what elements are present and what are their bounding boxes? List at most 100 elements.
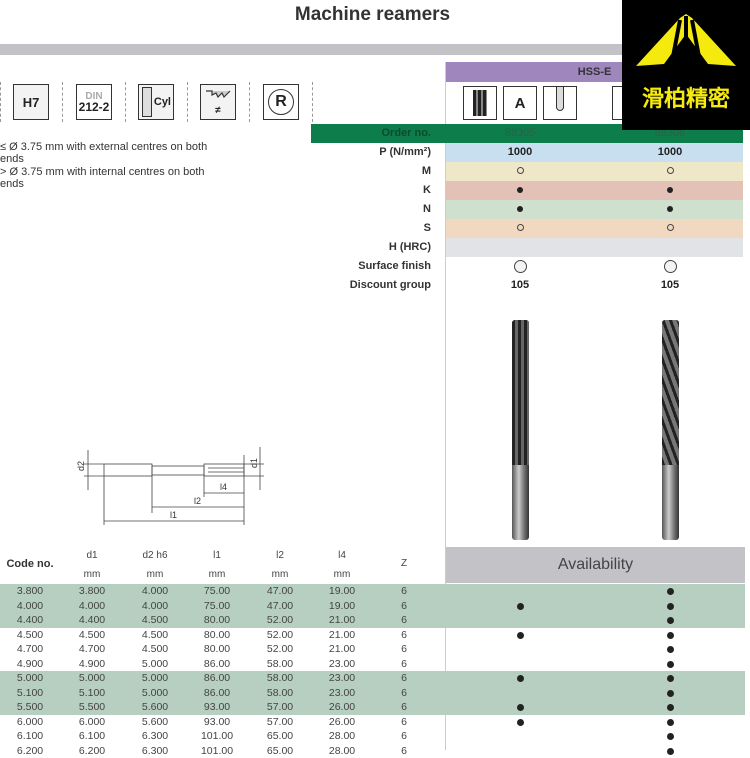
highly-suitable-icon — [667, 187, 673, 193]
table-cell: 93.00 — [187, 701, 247, 713]
logo-text: 滑柏精密 — [622, 81, 750, 113]
order-number[interactable]: 88305 — [490, 127, 550, 139]
table-cell: 3.800 — [62, 585, 122, 597]
table-cell: 6 — [374, 745, 434, 757]
table-cell: 57.00 — [250, 716, 310, 728]
table-cell: 5.600 — [125, 716, 185, 728]
property-cell: 1000 — [490, 146, 550, 159]
table-cell: 52.00 — [250, 614, 310, 626]
surface-finish-icon — [514, 260, 527, 273]
column-unit: mm — [255, 569, 305, 580]
table-cell: 5.600 — [125, 701, 185, 713]
table-cell: 5.000 — [125, 687, 185, 699]
property-cell: 1000 — [640, 146, 700, 159]
table-cell: 93.00 — [187, 716, 247, 728]
table-cell: 5.000 — [62, 672, 122, 684]
highly-suitable-icon — [667, 206, 673, 212]
table-cell: 5.000 — [125, 658, 185, 670]
table-cell: 52.00 — [250, 629, 310, 641]
column-unit: mm — [317, 569, 367, 580]
property-cell: 105 — [640, 279, 700, 292]
table-cell: 6.300 — [125, 730, 185, 742]
column-unit: mm — [130, 569, 180, 580]
table-cell: 23.00 — [312, 687, 372, 699]
table-cell: 28.00 — [312, 730, 372, 742]
table-cell: 4.500 — [62, 629, 122, 641]
suitable-icon — [667, 224, 674, 231]
available-icon — [667, 632, 674, 639]
available-icon — [517, 704, 524, 711]
table-cell: 6 — [374, 716, 434, 728]
table-cell: 4.500 — [125, 629, 185, 641]
table-cell: 26.00 — [312, 701, 372, 713]
table-cell: 5.500 — [0, 701, 60, 713]
table-cell: 6 — [374, 585, 434, 597]
table-cell: 86.00 — [187, 672, 247, 684]
note-line: > Ø 3.75 mm with internal centres on bot… — [0, 166, 205, 178]
table-cell: 4.400 — [62, 614, 122, 626]
reamer-image-straight — [512, 320, 529, 540]
table-cell: 6.200 — [0, 745, 60, 757]
property-cell — [640, 222, 700, 235]
table-cell: 86.00 — [187, 658, 247, 670]
property-label: N — [311, 203, 431, 215]
available-icon — [667, 588, 674, 595]
table-cell: 4.000 — [125, 600, 185, 612]
property-cell — [490, 165, 550, 178]
l4-label: l4 — [220, 482, 227, 492]
property-value: 105 — [661, 279, 679, 291]
table-cell: 6.000 — [0, 716, 60, 728]
table-cell: 65.00 — [250, 745, 310, 757]
divider — [249, 82, 250, 122]
property-cell — [490, 222, 550, 235]
table-cell: 5.100 — [62, 687, 122, 699]
table-cell: 4.500 — [125, 614, 185, 626]
l2-label: l2 — [194, 496, 201, 506]
available-icon — [517, 632, 524, 639]
order-label: Order no. — [311, 127, 431, 139]
property-label: P (N/mm²) — [311, 146, 431, 158]
centre-point-icon — [543, 86, 577, 120]
property-cell — [490, 184, 550, 197]
table-cell: 75.00 — [187, 600, 247, 612]
available-icon — [667, 617, 674, 624]
table-cell: 65.00 — [250, 730, 310, 742]
table-cell: 5.000 — [125, 672, 185, 684]
d2-label: d2 — [76, 461, 86, 471]
divider — [312, 82, 313, 122]
surface-finish-icon — [664, 260, 677, 273]
property-label: S — [311, 222, 431, 234]
available-icon — [517, 603, 524, 610]
d1-label: d1 — [249, 458, 259, 468]
table-cell: 80.00 — [187, 643, 247, 655]
table-cell: 5.100 — [0, 687, 60, 699]
column-unit: mm — [192, 569, 242, 580]
table-cell: 6 — [374, 614, 434, 626]
column-unit: mm — [67, 569, 117, 580]
reamer-image-spiral — [662, 320, 679, 540]
column-header: l2 — [255, 550, 305, 561]
divider — [0, 82, 1, 122]
note-line: ends — [0, 178, 24, 190]
availability-header: Availability — [446, 547, 745, 583]
table-cell: 6 — [374, 730, 434, 742]
form-a-icon: A — [503, 86, 537, 120]
table-cell: 6 — [374, 687, 434, 699]
l1-label: l1 — [170, 510, 177, 520]
table-cell: 4.900 — [62, 658, 122, 670]
h7-label: H7 — [23, 95, 40, 110]
suitable-icon — [517, 167, 524, 174]
